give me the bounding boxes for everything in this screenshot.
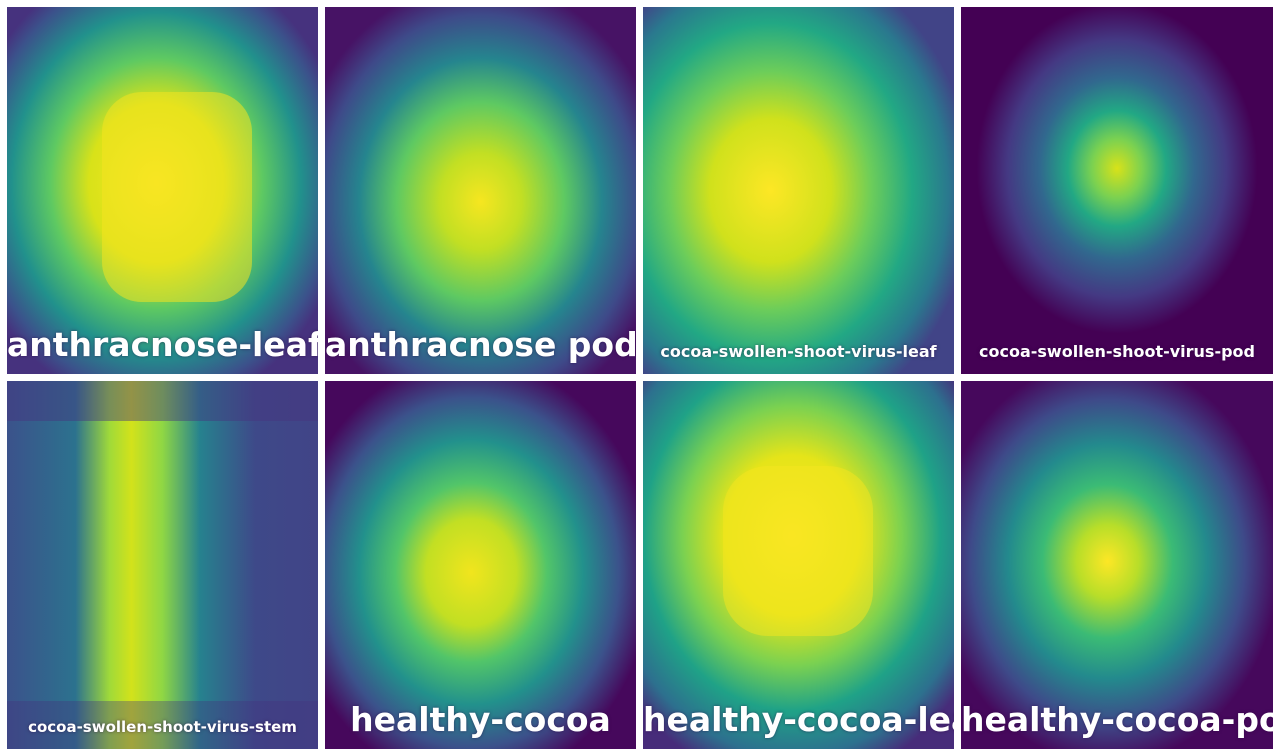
heatmap-image [961,7,1273,374]
tile-label: healthy-cocoa [350,700,611,739]
tile-label: anthracnose-leaf [7,325,318,364]
heatmap-image [961,381,1273,749]
heatmap-image [643,7,954,374]
heatmap-tile-anthracnose-leaf: anthracnose-leaf [7,7,318,374]
heatmap-image [7,7,318,374]
heatmap-image [325,7,636,374]
tile-label: healthy-cocoa-leaf [643,700,954,739]
tile-label: cocoa-swollen-shoot-virus-pod [979,342,1255,361]
heatmap-image [643,381,954,749]
tile-label: healthy-cocoa-pod [961,700,1273,739]
heatmap-tile-healthy-cocoa-pod: healthy-cocoa-pod [961,381,1273,749]
heatmap-tile-healthy-cocoa: healthy-cocoa [325,381,636,749]
heatmap-tile-healthy-cocoa-leaf: healthy-cocoa-leaf [643,381,954,749]
tile-label: cocoa-swollen-shoot-virus-stem [28,718,297,736]
heatmap-image [7,381,318,749]
tile-label: cocoa-swollen-shoot-virus-leaf [660,342,937,361]
heatmap-tile-anthracnose-pod: anthracnose pod [325,7,636,374]
heatmap-tile-cocoa-swollen-shoot-virus-pod: cocoa-swollen-shoot-virus-pod [961,7,1273,374]
heatmap-tile-cocoa-swollen-shoot-virus-leaf: cocoa-swollen-shoot-virus-leaf [643,7,954,374]
heatmap-image [325,381,636,749]
heatmap-tile-cocoa-swollen-shoot-virus-stem: cocoa-swollen-shoot-virus-stem [7,381,318,749]
tile-label: anthracnose pod [325,325,636,364]
